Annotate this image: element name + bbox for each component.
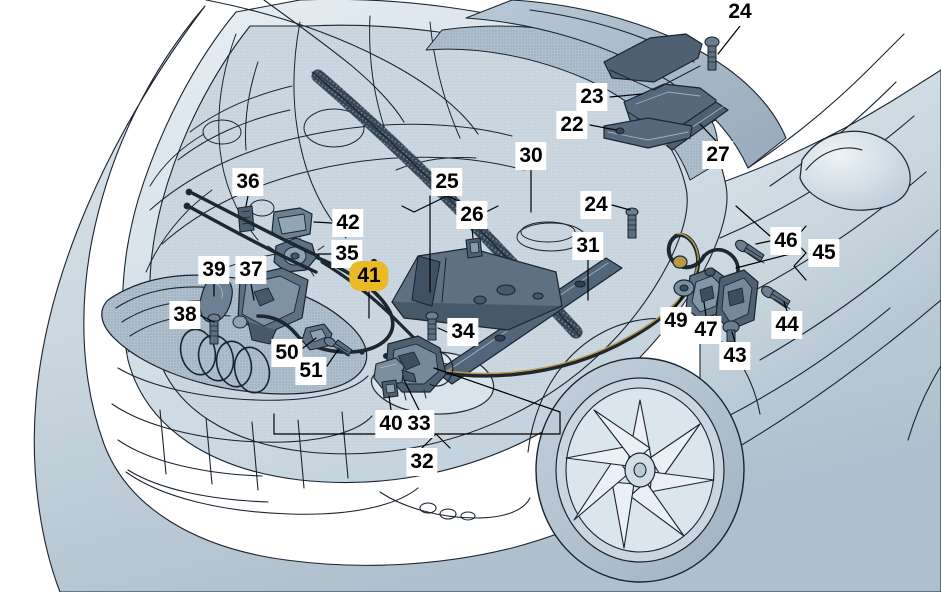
part-41-release-cable: [183, 188, 740, 378]
part-34-screw: [425, 311, 439, 341]
part-label-38[interactable]: 38: [169, 301, 201, 329]
part-label-22[interactable]: 22: [556, 111, 588, 139]
part-label-37[interactable]: 37: [235, 256, 267, 284]
rear-wheel-arch: [907, 365, 941, 441]
part-23b-upper-trim: [603, 33, 703, 91]
part-label-40[interactable]: 40: [375, 410, 407, 438]
part-38-screw: [207, 313, 221, 345]
part-51-screw: [323, 336, 353, 357]
part-26-clip: [465, 237, 483, 259]
part-label-36[interactable]: 36: [232, 168, 264, 196]
part-label-44[interactable]: 44: [771, 311, 803, 339]
part-24b-screw: [625, 207, 639, 239]
part-label-24[interactable]: 24: [724, 0, 756, 26]
part-label-39[interactable]: 39: [198, 256, 230, 284]
part-46-screw: [735, 239, 765, 264]
part-label-42[interactable]: 42: [332, 209, 364, 237]
part-42-cover: [271, 207, 313, 249]
front-wheel: [527, 318, 761, 583]
part-label-25[interactable]: 25: [431, 168, 463, 196]
part-49-grommet: [673, 279, 695, 297]
part-label-23[interactable]: 23: [576, 83, 608, 111]
part-label-31[interactable]: 31: [572, 232, 604, 260]
side-mirror: [799, 130, 911, 211]
part-label-51[interactable]: 51: [295, 357, 327, 385]
part-label-27[interactable]: 27: [702, 141, 734, 169]
part-44-screw: [761, 285, 791, 310]
part-label-49[interactable]: 49: [660, 307, 692, 335]
part-label-41-selected[interactable]: 41: [349, 261, 389, 291]
part-label-33[interactable]: 33: [403, 410, 435, 438]
part-40-clip: [381, 379, 399, 399]
part-label-24[interactable]: 24: [580, 191, 612, 219]
part-label-26[interactable]: 26: [456, 201, 488, 229]
part-label-34[interactable]: 34: [447, 318, 479, 346]
part-label-47[interactable]: 47: [690, 316, 722, 344]
part-label-46[interactable]: 46: [770, 227, 802, 255]
part-43-hinge-body: [715, 269, 759, 343]
part-label-32[interactable]: 32: [406, 448, 438, 476]
part-37-latch: [232, 267, 309, 345]
part-24-screw-top: [704, 36, 720, 71]
part-label-30[interactable]: 30: [515, 142, 547, 170]
part-47-hinge: [685, 267, 727, 321]
part-22-trim-strip: [603, 117, 693, 149]
part-label-43[interactable]: 43: [719, 342, 751, 370]
part-25-air-guide: [391, 247, 563, 331]
part-label-45[interactable]: 45: [808, 239, 840, 267]
